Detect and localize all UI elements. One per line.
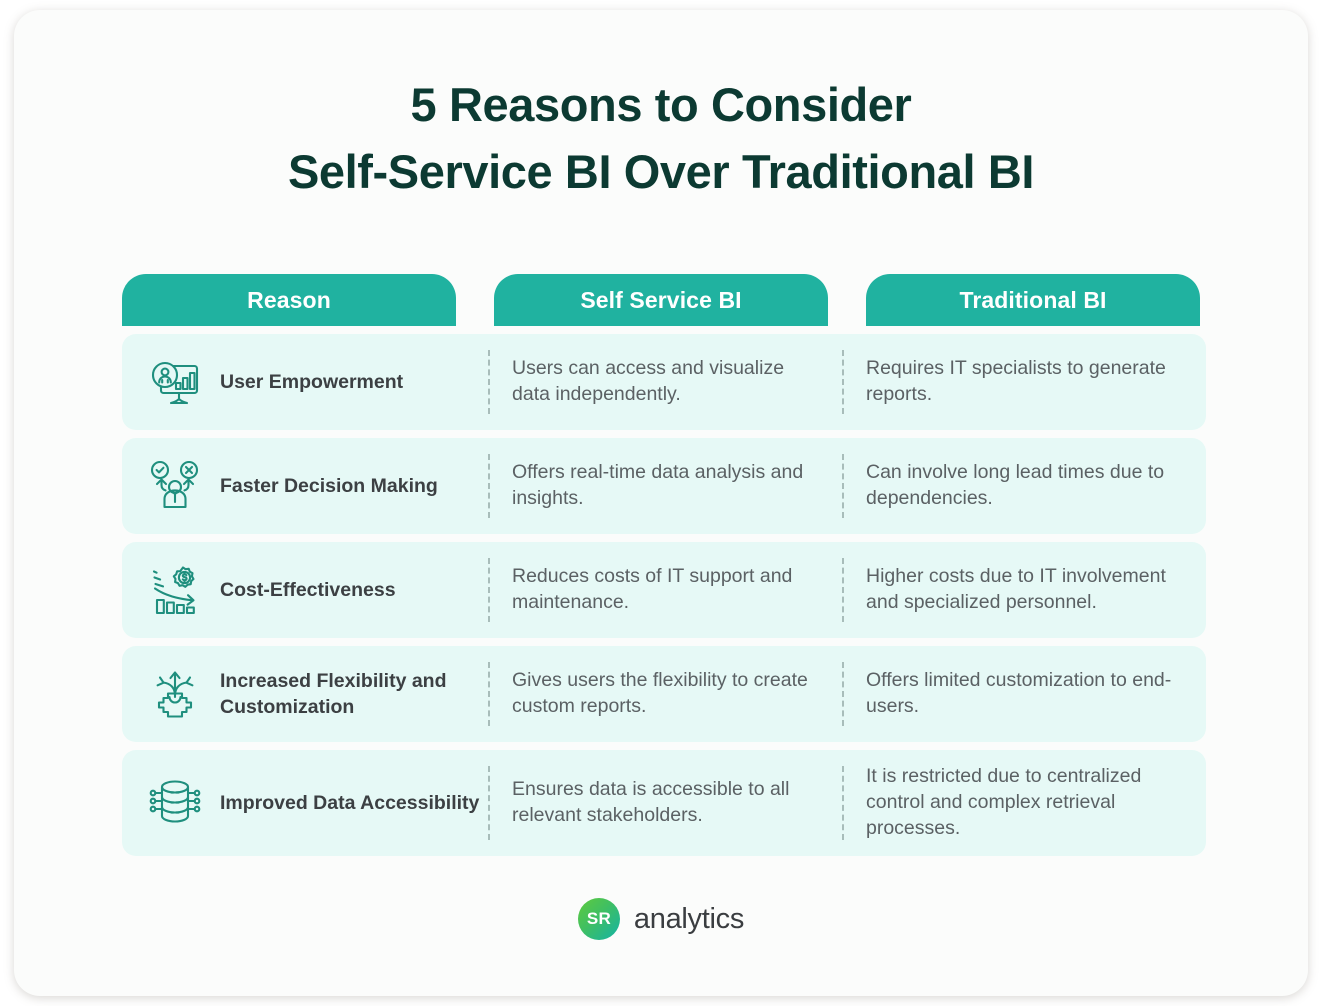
column-divider [488, 454, 490, 518]
reason-cell: User Empowerment [122, 334, 488, 430]
gear-branching-arrows-icon [144, 663, 206, 725]
column-divider [842, 558, 844, 622]
cost-gear-declining-chart-icon [144, 559, 206, 621]
monitor-user-chart-icon [144, 351, 206, 413]
brand-wordmark: analytics [633, 902, 745, 935]
database-stack-nodes-icon [144, 772, 206, 834]
footer-logo: SR analytics [14, 898, 1308, 940]
traditional-cell: Offers limited customization to end-user… [866, 669, 1172, 717]
self-service-cell: Ensures data is accessible to all releva… [512, 777, 790, 826]
reason-label: Faster Decision Making [220, 474, 438, 497]
self-service-cell: Users can access and visualize data inde… [512, 357, 785, 405]
sr-logo-icon: SR [577, 898, 620, 940]
table-row: Cost-Effectiveness Reduces costs of IT s… [122, 542, 1206, 638]
title-line-1: 5 Reasons to Consider [410, 78, 912, 131]
title-line-2: Self-Service BI Over Traditional BI [287, 144, 1035, 198]
traditional-cell: Can involve long lead times due to depen… [866, 461, 1165, 509]
column-divider [488, 766, 490, 840]
column-divider [488, 350, 490, 414]
traditional-cell: Higher costs due to IT involvement and s… [866, 565, 1166, 613]
reason-cell: Faster Decision Making [122, 438, 488, 534]
column-divider [488, 662, 490, 726]
column-divider [842, 766, 844, 840]
self-service-cell: Reduces costs of IT support and maintena… [512, 565, 793, 613]
reason-cell: Increased Flexibility and Customization [122, 646, 488, 742]
column-header-traditional-bi: Traditional BI [866, 274, 1200, 326]
reason-label: Improved Data Accessibility [220, 791, 480, 814]
table-row: Increased Flexibility and Customization … [122, 646, 1206, 742]
column-header-self-service-bi: Self Service BI [494, 274, 828, 326]
column-header-reason: Reason [122, 274, 456, 326]
self-service-cell: Gives users the flexibility to create cu… [512, 669, 808, 717]
decision-person-arrows-icon [144, 455, 206, 517]
table-header-row: Reason Self Service BI Traditional BI [122, 274, 1206, 326]
column-divider [842, 454, 844, 518]
column-divider [488, 558, 490, 622]
traditional-cell: Requires IT specialists to generate repo… [866, 357, 1166, 405]
reason-label: Increased Flexibility and Customization [220, 669, 447, 718]
column-divider [842, 662, 844, 726]
table-row: Improved Data Accessibility Ensures data… [122, 750, 1206, 856]
reason-cell: Cost-Effectiveness [122, 542, 488, 638]
column-divider [842, 350, 844, 414]
traditional-cell: It is restricted due to centralized cont… [866, 765, 1142, 839]
reason-cell: Improved Data Accessibility [122, 750, 488, 856]
reason-label: Cost-Effectiveness [220, 578, 396, 601]
page-title: 5 Reasons to Consider Self-Service BI Ov… [14, 72, 1308, 205]
comparison-table: Reason Self Service BI Traditional BI [122, 274, 1206, 856]
self-service-cell: Offers real-time data analysis and insig… [512, 461, 804, 509]
table-row: Faster Decision Making Offers real-time … [122, 438, 1206, 534]
infographic-card: 5 Reasons to Consider Self-Service BI Ov… [14, 10, 1308, 996]
reason-label: User Empowerment [220, 370, 404, 393]
table-row: User Empowerment Users can access and vi… [122, 334, 1206, 430]
